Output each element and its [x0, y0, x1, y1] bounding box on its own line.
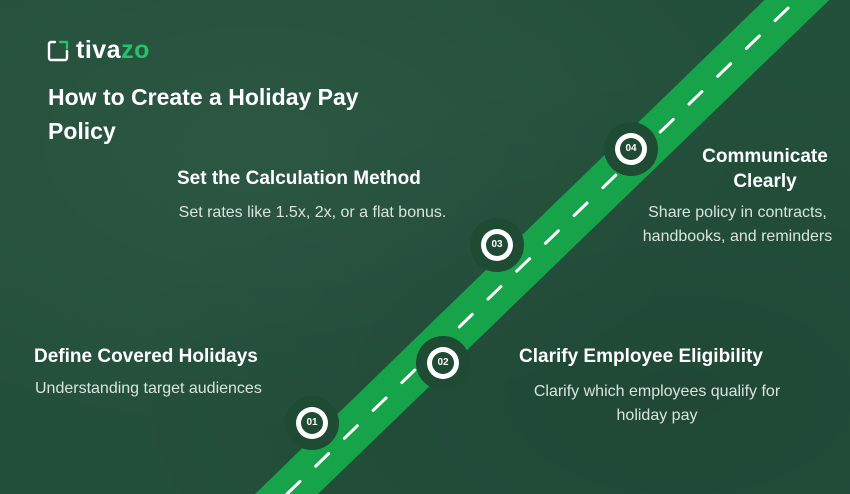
- step-1-badge: 01: [285, 396, 339, 450]
- step-4-description: Share policy in contracts, handbooks, an…: [642, 204, 833, 245]
- step-1-number: 01: [301, 412, 323, 434]
- step-3-number: 03: [486, 234, 508, 256]
- page-title: How to Create a Holiday Pay Policy: [48, 84, 359, 144]
- step-4-badge: 04: [604, 122, 658, 176]
- step-4-number: 04: [620, 138, 642, 160]
- step-1-description: Understanding target audiences: [35, 380, 262, 397]
- brand-name: tivazo: [76, 36, 150, 64]
- step-3-title: Set the Calculation Method: [177, 168, 421, 189]
- brand-logo[interactable]: tivazo: [46, 36, 150, 65]
- step-4-title: Communicate Clearly: [702, 146, 828, 192]
- step-3-description: Set rates like 1.5x, 2x, or a flat bonus…: [178, 204, 447, 221]
- step-3-badge: 03: [470, 218, 524, 272]
- step-2-title: Clarify Employee Eligibility: [519, 346, 763, 367]
- step-2-number: 02: [432, 352, 454, 374]
- step-2-badge: 02: [416, 336, 470, 390]
- step-2-description: Clarify which employees qualify for holi…: [533, 383, 781, 424]
- logo-icon: [47, 40, 69, 61]
- step-1-title: Define Covered Holidays: [34, 346, 258, 367]
